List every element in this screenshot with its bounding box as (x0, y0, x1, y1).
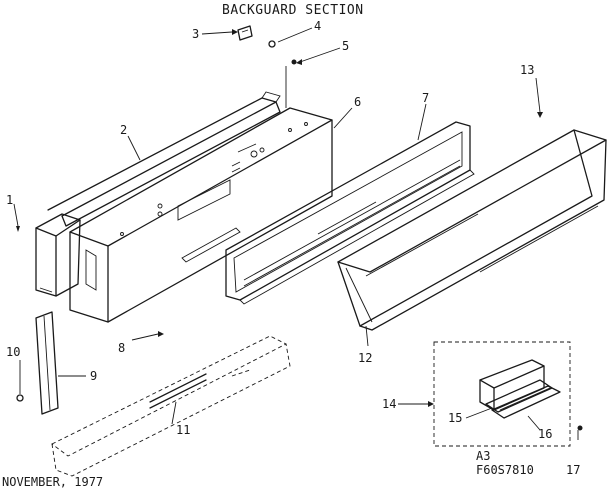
callout-7: 7 (422, 91, 429, 105)
part-6-backguard-panel (69, 107, 333, 323)
callout-4: 4 (314, 19, 321, 33)
callout-13: 13 (520, 63, 534, 77)
callout-10: 10 (6, 345, 20, 359)
callout-labels: 1 2 3 4 5 6 7 8 9 10 11 12 13 14 15 16 1… (6, 19, 580, 477)
callout-9: 9 (90, 369, 97, 383)
part-11-lower-trim (51, 335, 291, 477)
part-1-end-cap (35, 213, 81, 297)
part-7-window-panel (225, 121, 475, 305)
inset-detail-box (433, 341, 571, 447)
inset-code: A3 (476, 449, 490, 463)
part-13-glass-frame (337, 129, 607, 331)
part-9-side-trim (35, 311, 59, 415)
callout-6: 6 (354, 95, 361, 109)
callout-2: 2 (120, 123, 127, 137)
callout-5: 5 (342, 39, 349, 53)
callout-1: 1 (6, 193, 13, 207)
callout-8: 8 (118, 341, 125, 355)
callout-11: 11 (176, 423, 190, 437)
callout-3: 3 (192, 27, 199, 41)
callout-15: 15 (448, 411, 462, 425)
callout-17: 17 (566, 463, 580, 477)
hardware-3-4-5 (237, 25, 297, 108)
part-2-top-trim (47, 91, 281, 227)
callout-16: 16 (538, 427, 552, 441)
screw-10 (16, 394, 24, 402)
diagram-title: BACKGUARD SECTION (222, 3, 364, 18)
drawing-date: NOVEMBER, 1977 (2, 475, 103, 489)
callout-12: 12 (358, 351, 372, 365)
drawing-number: F60S7810 (476, 463, 534, 477)
leader-lines (13, 27, 579, 440)
screw-17 (577, 425, 583, 431)
callout-14: 14 (382, 397, 396, 411)
